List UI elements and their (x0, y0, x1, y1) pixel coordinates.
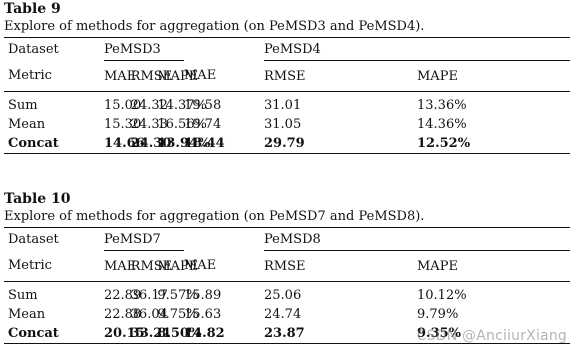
table-row: Sum 15.00 24.32 14.37% 19.58 31.01 13.36… (4, 92, 570, 116)
metric-col: RMSE (130, 60, 172, 92)
metric-col: MAPE (417, 60, 570, 92)
dataset-header: Dataset (4, 227, 104, 251)
table-cell: 10.12% (417, 288, 467, 303)
metric-col: RMSE (264, 250, 417, 282)
table-10: Dataset PeMSD7 PeMSD8 Metric MAE RMSE MA… (4, 227, 570, 344)
row-label: Sum (8, 98, 38, 113)
table-cell: 36.17 (130, 288, 168, 303)
table-9-header-datasets: Dataset PeMSD3 PeMSD4 (4, 37, 570, 61)
metric-col: MAPE (157, 250, 198, 282)
metric-header: Metric (4, 250, 104, 282)
dataset-b-header: PeMSD4 (264, 37, 570, 61)
table-row: Mean 22.88 36.04 9.75% 15.63 24.74 9.79% (4, 305, 570, 324)
table-cell: 33.21 (130, 324, 171, 344)
table-row: Concat 14.66 24.30 13.94% 18.44 29.79 12… (4, 134, 570, 154)
dataset-b-header: PeMSD8 (264, 227, 570, 251)
metric-header: Metric (4, 60, 104, 92)
table-10-block: Table 10 Explore of methods for aggregat… (4, 191, 570, 344)
row-label: Mean (8, 117, 46, 132)
table-cell: 24.74 (264, 307, 302, 322)
table-10-caption: Explore of methods for aggregation (on P… (4, 209, 425, 224)
table-cell: 8.50% (157, 324, 201, 344)
dataset-b-label: PeMSD4 (264, 41, 321, 57)
row-label: Concat (4, 324, 104, 344)
table-9-block: Table 9 Explore of methods for aggregati… (4, 1, 570, 154)
table-cell: 24.32 (130, 98, 168, 113)
table-cell: 24.33 (130, 117, 168, 132)
table-row: Concat 20.15 33.21 8.50% 14.82 23.87 9.3… (4, 324, 570, 344)
table-cell: 23.87 (264, 324, 417, 344)
table-cell: 9.57% (157, 288, 199, 303)
row-label: Sum (8, 288, 38, 303)
table-cell: 14.36% (417, 117, 467, 132)
table-cell: 9.75% (157, 307, 199, 322)
table-cell: 29.79 (264, 134, 417, 154)
table-9: Dataset PeMSD3 PeMSD4 Metric MAE RMSE MA… (4, 37, 570, 154)
metric-col: RMSE (264, 60, 417, 92)
table-cell: 12.52% (417, 134, 570, 154)
row-label: Mean (8, 307, 46, 322)
table-cell: 19.74 (184, 117, 222, 132)
metric-col: MAPE (157, 60, 198, 92)
watermark: CSDN @AnciiurXiang (416, 328, 567, 344)
metric-col: MAE (104, 60, 136, 92)
table-cell: 15.30 (104, 117, 142, 132)
table-cell: 13.36% (417, 98, 467, 113)
table-cell: 25.06 (264, 288, 302, 303)
table-cell: 22.89 (104, 288, 142, 303)
table-9-title: Table 9 (4, 1, 61, 17)
table-cell: 31.01 (264, 98, 302, 113)
table-cell: 16.56% (157, 117, 207, 132)
dataset-b-label: PeMSD8 (264, 231, 321, 247)
table-cell: 31.05 (264, 117, 302, 132)
table-cell: 9.35% (417, 324, 570, 344)
table-10-header-metrics: Metric MAE RMSE MAPE MAE RMSE MAPE (4, 250, 570, 282)
table-cell: 14.37% (157, 98, 207, 113)
table-10-title: Table 10 (4, 191, 71, 207)
table-cell: 15.89 (184, 288, 222, 303)
metric-col: RMSE (130, 250, 172, 282)
spacer (184, 227, 264, 251)
table-cell: 20.15 (104, 324, 145, 344)
table-cell: 15.63 (184, 307, 222, 322)
table-cell: 19.58 (184, 98, 222, 113)
spacer (184, 37, 264, 61)
table-row: Sum 22.89 36.17 9.57% 15.89 25.06 10.12% (4, 282, 570, 306)
metric-col: MAE (184, 250, 264, 282)
table-9-caption: Explore of methods for aggregation (on P… (4, 19, 425, 34)
metric-col: MAE (184, 60, 264, 92)
dataset-a-header: PeMSD3 (104, 37, 184, 61)
table-row: Mean 15.30 24.33 16.56% 19.74 31.05 14.3… (4, 115, 570, 134)
metric-col: MAPE (417, 250, 570, 282)
table-cell: 13.94% (157, 134, 210, 154)
table-cell: 22.88 (104, 307, 142, 322)
table-cell: 15.00 (104, 98, 142, 113)
dataset-a-header: PeMSD7 (104, 227, 184, 251)
table-cell: 14.82 (184, 324, 264, 344)
table-cell: 14.66 (104, 134, 145, 154)
table-9-header-metrics: Metric MAE RMSE MAPE MAE RMSE MAPE (4, 60, 570, 92)
table-cell: 9.79% (417, 307, 459, 322)
row-label: Concat (4, 134, 104, 154)
metric-col: MAE (104, 250, 136, 282)
table-cell: 36.04 (130, 307, 168, 322)
dataset-header: Dataset (4, 37, 104, 61)
table-10-header-datasets: Dataset PeMSD7 PeMSD8 (4, 227, 570, 251)
table-cell: 24.30 (130, 134, 171, 154)
table-cell: 18.44 (184, 134, 264, 154)
